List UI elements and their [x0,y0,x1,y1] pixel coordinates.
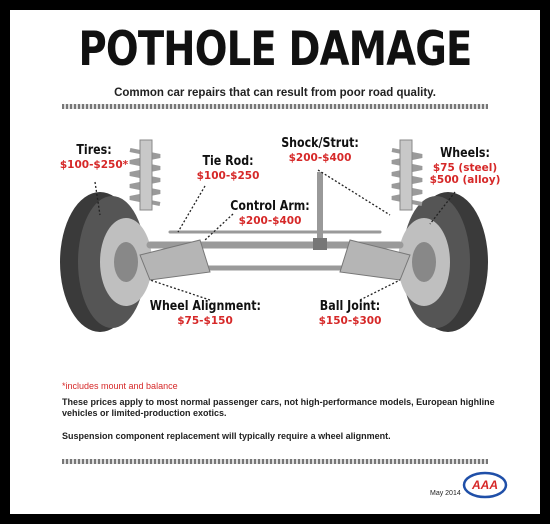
label-tires: Tires: $100-$250* [52,143,136,171]
right-tire-icon [398,192,488,332]
shock-strut-name: Shock/Strut: [281,136,359,151]
top-divider [62,104,488,109]
wheel-alignment-price: $75-$150 [177,314,233,327]
mount-note: *includes mount and balance [62,381,178,391]
label-wheels: Wheels: $75 (steel) $500 (alloy) [420,146,510,186]
label-control-arm: Control Arm: $200-$400 [215,199,325,227]
label-wheel-alignment: Wheel Alignment: $75-$150 [140,299,270,327]
alignment-note: Suspension component replacement will ty… [62,431,391,441]
tires-name: Tires: [76,143,112,158]
shock-strut-price: $200-$400 [288,151,352,164]
tie-rod-price: $100-$250 [196,169,260,182]
control-arm-icon [139,239,411,281]
wheel-alignment-name: Wheel Alignment: [149,299,261,314]
wheels-price-alloy: $500 (alloy) [429,174,501,186]
control-arm-price: $200-$400 [238,214,302,227]
leader-lines [94,169,456,301]
left-spring-icon [129,139,161,211]
label-ball-joint: Ball Joint: $150-$300 [305,299,395,327]
tires-price: $100-$250* [59,158,129,171]
page-subtitle: Common car repairs that can result from … [114,87,436,99]
label-shock-strut: Shock/Strut: $200-$400 [270,136,370,164]
ball-joint-name: Ball Joint: [319,299,381,314]
date-label: May 2014 [430,490,461,497]
svg-text:AAA: AAA [471,478,498,492]
prices-note: These prices apply to most normal passen… [62,397,495,419]
tie-rod-name: Tie Rod: [202,154,254,169]
wheels-price-steel: $75 (steel) [432,161,498,174]
wheels-name: Wheels: [440,146,490,161]
page-title: POTHOLE DAMAGE [78,22,472,77]
control-arm-name: Control Arm: [230,199,310,214]
left-tire-icon [60,192,152,332]
bottom-divider [62,459,488,464]
center-rod-icon [313,172,327,250]
ball-joint-price: $150-$300 [318,314,382,327]
aaa-logo-icon: AAA [462,471,508,499]
label-tie-rod: Tie Rod: $100-$250 [188,154,268,182]
right-spring-icon [391,139,423,211]
